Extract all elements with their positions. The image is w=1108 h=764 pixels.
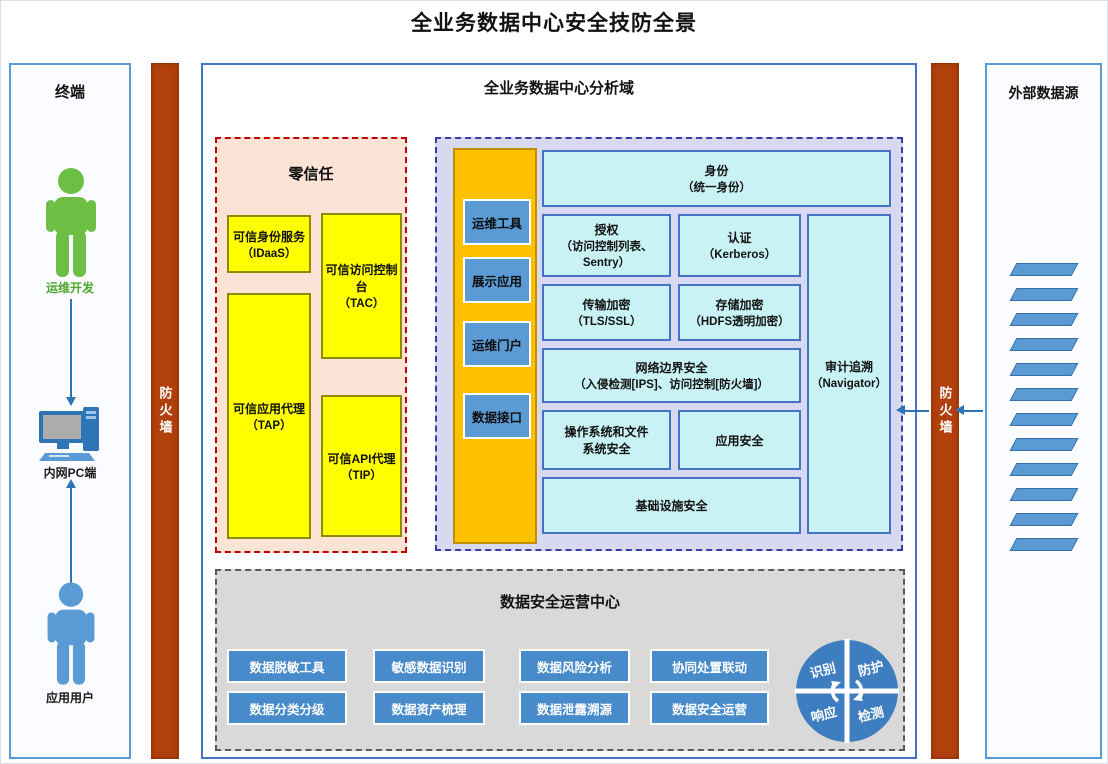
transport-encryption-box: 传输加密 （TLS/SSL） — [542, 284, 671, 341]
soc-sensitive-data-box: 敏感数据识别 — [373, 649, 485, 683]
soc-leak-tracing-box: 数据泄露溯源 — [519, 691, 630, 725]
inflow-arrowhead-outer-icon — [955, 405, 964, 415]
app-user-label: 应用用户 — [45, 691, 94, 705]
firewall-left-bar: 防火墙 — [151, 63, 179, 759]
identity-box: 身份 （统一身份） — [542, 150, 891, 207]
soc-classification-box: 数据分类分级 — [227, 691, 347, 725]
page-title: 全业务数据中心安全技防全景 — [411, 12, 697, 35]
network-boundary-box: 网络边界安全 （入侵检测[IPS]、访问控制[防火墙]） — [542, 348, 801, 403]
ops-to-pc-arrow-line — [70, 299, 72, 399]
inflow-arrowhead-inner-icon — [896, 405, 905, 415]
platform-security-panel: 运维工具 展示应用 运维门户 数据接口 身份 （统一身份） 授权 （访问控制列表… — [435, 137, 903, 551]
analysis-domain-panel: 全业务数据中心分析域 零信任 可信身份服务 （IDaaS） 可信访问控制台 （T… — [201, 63, 917, 759]
external-source-item — [1009, 513, 1079, 526]
infrastructure-security-box: 基础设施安全 — [542, 477, 801, 534]
external-source-item — [1009, 363, 1079, 376]
pc-icon — [39, 407, 99, 461]
soc-title: 数据安全运营中心 — [499, 594, 620, 611]
cycle-identify-label: 识别 — [808, 660, 837, 681]
cycle-protect-label: 防护 — [856, 658, 885, 679]
access-ops-tools-box: 运维工具 — [463, 199, 531, 245]
external-source-item — [1009, 413, 1079, 426]
ops-user-icon — [46, 168, 96, 277]
soc-asset-inventory-box: 数据资产梳理 — [373, 691, 485, 725]
soc-coordinated-response-box: 协同处置联动 — [650, 649, 769, 683]
firewall-right-bar: 防火墙 — [931, 63, 959, 759]
external-source-item — [1009, 263, 1079, 276]
analysis-domain-title: 全业务数据中心分析域 — [483, 80, 634, 97]
soc-security-operation-box: 数据安全运营 — [650, 691, 769, 725]
access-ops-portal-box: 运维门户 — [463, 321, 531, 367]
soc-panel: 数据安全运营中心 数据脱敏工具 敏感数据识别 数据风险分析 协同处置联动 数据分… — [215, 569, 905, 751]
terminal-panel: 终端 运维开发 内网PC端 — [9, 63, 131, 759]
security-cycle-pie-chart: 识别 防护 响应 检测 — [795, 639, 899, 743]
zero-trust-title: 零信任 — [288, 166, 334, 183]
trusted-api-proxy-box: 可信API代理 （TIP） — [321, 395, 402, 537]
external-source-item — [1009, 463, 1079, 476]
inflow-arrow-line-inner — [905, 410, 929, 412]
app-user-icon — [47, 582, 95, 685]
os-file-security-box: 操作系统和文件 系统安全 — [542, 410, 671, 470]
user-to-pc-arrowhead-icon — [66, 479, 76, 488]
ops-user-label: 运维开发 — [45, 281, 94, 295]
access-display-apps-box: 展示应用 — [463, 257, 531, 303]
access-layer-column: 运维工具 展示应用 运维门户 数据接口 — [453, 148, 537, 544]
firewall-right-label: 防火墙 — [937, 385, 953, 437]
trusted-access-console-box: 可信访问控制台 （TAC） — [321, 213, 402, 359]
soc-risk-analysis-box: 数据风险分析 — [519, 649, 630, 683]
trusted-identity-service-box: 可信身份服务 （IDaaS） — [227, 215, 311, 273]
firewall-left-label: 防火墙 — [157, 385, 173, 437]
external-source-item — [1009, 488, 1079, 501]
cycle-detect-label: 检测 — [856, 704, 885, 725]
trusted-app-proxy-box: 可信应用代理 （TAP） — [227, 293, 311, 539]
inflow-arrow-line-outer — [964, 410, 983, 412]
application-security-box: 应用安全 — [678, 410, 801, 470]
external-sources-panel: 外部数据源 — [985, 63, 1102, 759]
external-source-item — [1009, 388, 1079, 401]
terminal-panel-title: 终端 — [54, 84, 85, 101]
authorization-box: 授权 （访问控制列表、Sentry） — [542, 214, 671, 277]
external-source-stack — [1009, 263, 1079, 563]
storage-encryption-box: 存储加密 （HDFS透明加密） — [678, 284, 801, 341]
zero-trust-panel: 零信任 可信身份服务 （IDaaS） 可信访问控制台 （TAC） 可信应用代理 … — [215, 137, 407, 553]
external-source-item — [1009, 288, 1079, 301]
external-sources-title: 外部数据源 — [1008, 85, 1079, 101]
external-source-item — [1009, 338, 1079, 351]
external-source-item — [1009, 313, 1079, 326]
external-source-item — [1009, 438, 1079, 451]
authentication-box: 认证 （Kerberos） — [678, 214, 801, 277]
cycle-respond-label: 响应 — [809, 704, 838, 725]
pc-label: 内网PC端 — [43, 466, 97, 480]
user-to-pc-arrow-line — [70, 487, 72, 583]
access-data-api-box: 数据接口 — [463, 393, 531, 439]
audit-trace-box: 审计追溯 （Navigator） — [807, 214, 891, 534]
external-source-item — [1009, 538, 1079, 551]
ops-to-pc-arrowhead-icon — [66, 397, 76, 406]
soc-data-masking-box: 数据脱敏工具 — [227, 649, 347, 683]
